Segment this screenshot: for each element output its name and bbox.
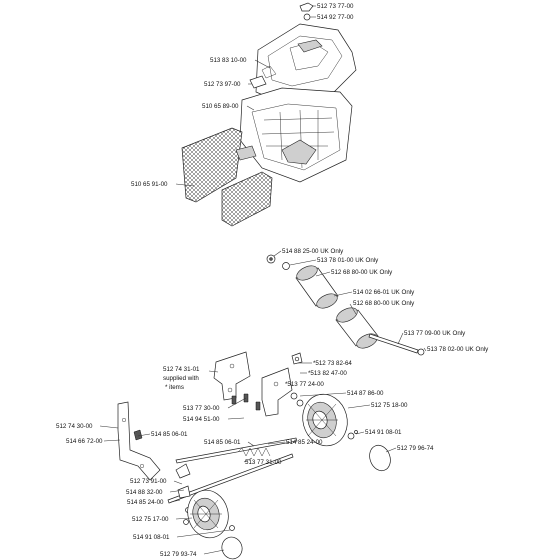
- label-514-91-08-01-b: 514 91 08-01: [133, 534, 170, 541]
- label-512-74-31-01: 512 74 31-01: [163, 366, 200, 373]
- label-supplied-with: supplied with: [163, 375, 199, 382]
- label-512-75-18-00: 512 75 18-00: [371, 402, 408, 409]
- label-513-77-24-00: *513 77 24-00: [285, 381, 324, 388]
- bag-mesh: [181, 127, 273, 227]
- label-512-73-77-00: 512 73 77-00: [317, 3, 354, 10]
- label-514-85-06-01-a: 514 85 06-01: [151, 431, 188, 438]
- label-512-79-96-74: 512 79 96-74: [397, 445, 434, 452]
- label-514-88-25-00: 514 88 25-00 UK Only: [282, 248, 344, 255]
- bag-insert: [249, 75, 267, 89]
- part-labels: 512 73 77-00 514 92 77-00 513 83 10-00 5…: [56, 3, 489, 558]
- label-514-94-51-00: 514 94 51-00: [183, 416, 220, 423]
- label-514-66-72-00: 514 66 72-00: [66, 438, 103, 445]
- label-512-74-30-00: 512 74 30-00: [56, 423, 93, 430]
- rear-wheel: [302, 393, 358, 447]
- label-512-79-93-74: 512 79 93-74: [160, 551, 197, 558]
- label-510-65-89-00: 510 65 89-00: [202, 103, 239, 110]
- label-513-82-47-00: *513 82 47-00: [308, 370, 347, 377]
- front-wheel: [187, 489, 235, 539]
- label-513-77-09-00: 513 77 09-00 UK Only: [404, 330, 466, 337]
- label-514-85-06-01-b: 514 85 06-01: [204, 439, 241, 446]
- label-513-78-02-00: 513 78 02-00 UK Only: [427, 346, 489, 353]
- bag-top-frame: [255, 23, 357, 105]
- label-512-73-97-00: 512 73 97-00: [204, 81, 241, 88]
- label-512-73-82-64: *512 73 82-64: [313, 360, 352, 367]
- label-514-85-24-00-b: 514 85 24-00: [127, 499, 164, 506]
- label-512-68-80-00-a: 512 68 80-00 UK Only: [331, 269, 393, 276]
- front-hubcap: [221, 536, 243, 560]
- label-513-78-01-00: 513 78 01-00 UK Only: [317, 257, 379, 264]
- label-510-65-91-00: 510 65 91-00: [131, 181, 168, 188]
- label-items: * items: [165, 384, 184, 391]
- label-514-87-86-00: 514 87 86-00: [347, 390, 384, 397]
- rear-hubcap: [369, 444, 391, 472]
- label-514-88-32-00: 514 88 32-00: [126, 489, 163, 496]
- label-514-85-24-00-a: 514 85 24-00: [286, 439, 323, 446]
- label-514-02-66-01: 514 02 66-01 UK Only: [353, 289, 415, 296]
- leader-lines: [99, 5, 427, 555]
- bag-frame: [239, 87, 353, 183]
- label-513-77-31-00: 513 77 31-00: [245, 459, 282, 466]
- label-513-77-30-00: 513 77 30-00: [183, 405, 220, 412]
- height-adjust-assembly: [117, 351, 304, 525]
- label-512-68-80-00-b: 512 68 80-00 UK Only: [353, 300, 415, 307]
- label-512-75-17-00: 512 75 17-00: [132, 516, 169, 523]
- label-514-92-77-00: 514 92 77-00: [317, 14, 354, 21]
- roller-assembly: [266, 254, 425, 356]
- label-513-83-10-00: 513 83 10-00: [210, 57, 247, 64]
- label-512-73-91-00: 512 73 91-00: [130, 478, 167, 485]
- label-514-91-08-01-a: 514 91 08-01: [365, 429, 402, 436]
- bag-clip: [299, 2, 314, 21]
